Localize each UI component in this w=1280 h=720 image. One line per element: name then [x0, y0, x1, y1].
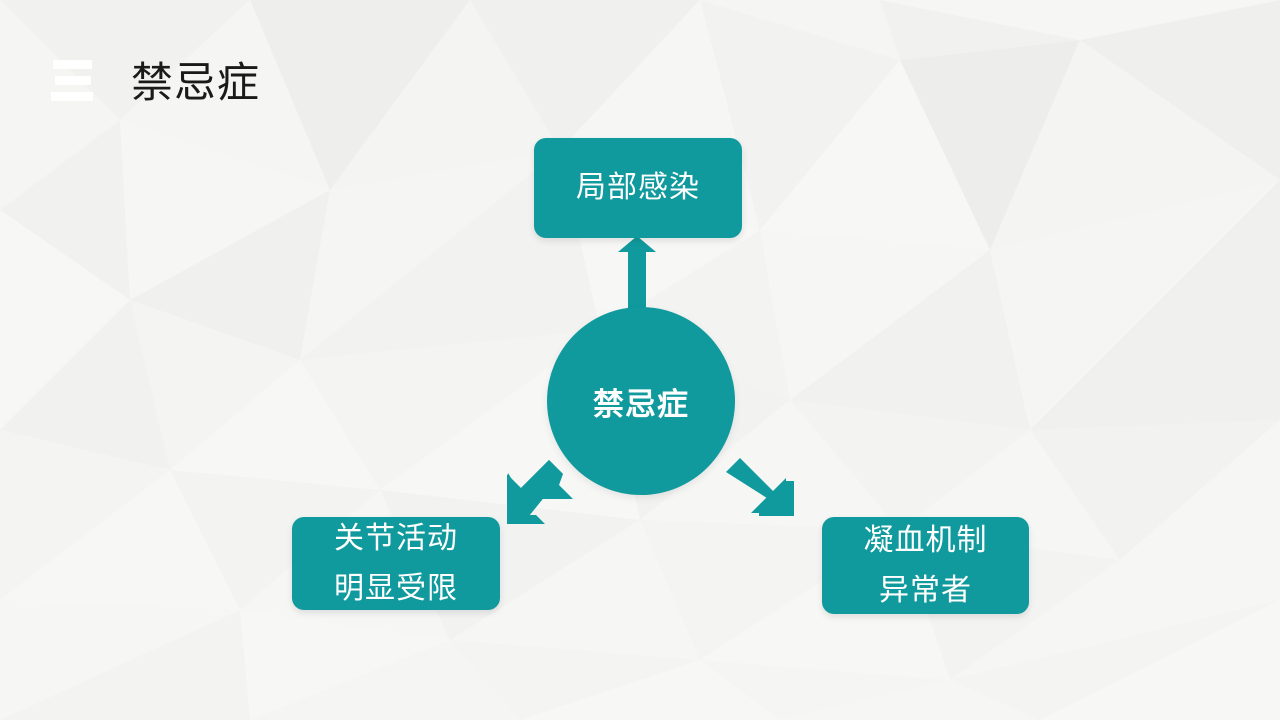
- node-bottom-right-line-2: 异常者: [879, 572, 972, 608]
- node-box-bottom-left[interactable]: 关节活动 明显受限: [292, 517, 500, 610]
- hamburger-bar-2: [55, 76, 91, 85]
- node-bottom-left-line-1: 关节活动: [334, 520, 458, 556]
- hamburger-bar-1: [53, 60, 92, 69]
- diagram-hub[interactable]: 禁忌症: [547, 307, 735, 495]
- hamburger-bar-3: [51, 92, 93, 101]
- node-top-line-1: 局部感染: [576, 170, 700, 205]
- page-title: 禁忌症: [131, 58, 261, 107]
- node-box-bottom-right[interactable]: 凝血机制 异常者: [822, 517, 1029, 614]
- slide-header: 禁忌症: [0, 0, 1280, 150]
- hamburger-menu-icon[interactable]: [51, 60, 93, 102]
- diagram-hub-label: 禁忌症: [593, 386, 689, 423]
- node-bottom-right-line-1: 凝血机制: [863, 522, 988, 558]
- node-bottom-left-line-2: 明显受限: [334, 570, 458, 606]
- node-box-top[interactable]: 局部感染: [534, 138, 742, 238]
